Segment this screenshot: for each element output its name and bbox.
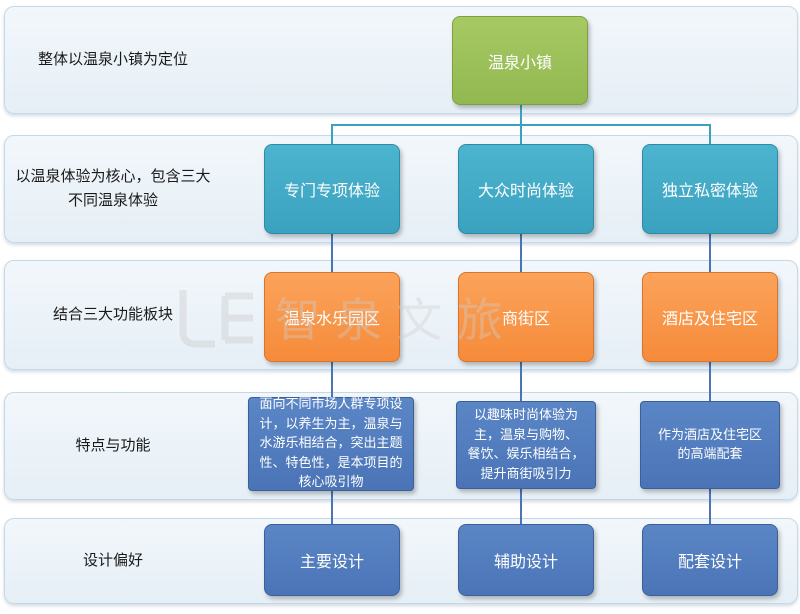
node-zone-water-park: 温泉水乐园区	[264, 272, 400, 362]
node-design-primary: 主要设计	[264, 524, 400, 596]
node-experience-popular: 大众时尚体验	[458, 144, 594, 234]
connector-left-lower	[331, 228, 333, 528]
connector-middle-drop	[520, 124, 522, 148]
row-label-function: 结合三大功能板块	[52, 305, 173, 323]
node-experience-specialized: 专门专项体验	[264, 144, 400, 234]
node-zone-hotel-residential: 酒店及住宅区	[642, 272, 778, 362]
connector-middle-lower	[520, 228, 522, 528]
row-band-positioning	[4, 6, 798, 114]
connector-right-drop	[709, 124, 711, 148]
row-label-features: 特点与功能	[75, 436, 151, 454]
row-label-positioning: 整体以温泉小镇为定位	[37, 50, 188, 68]
node-zone-commercial-street: 商街区	[458, 272, 594, 362]
connector-right-lower	[709, 228, 711, 528]
node-feature-commercial-street: 以趣味时尚体验为 主，温泉与购物、 餐饮、娱乐相结合， 提升商街吸引力	[456, 401, 596, 489]
node-hot-spring-town: 温泉小镇	[452, 16, 588, 105]
node-feature-hotel-residential: 作为酒店及住宅区 的高端配套	[640, 401, 780, 489]
node-design-auxiliary: 辅助设计	[458, 524, 594, 596]
row-label-experience: 以温泉体验为核心，包含三大 不同温泉体验	[15, 167, 211, 209]
connector-left-drop	[331, 124, 333, 148]
node-design-supporting: 配套设计	[642, 524, 778, 596]
row-label-design: 设计偏好	[82, 551, 143, 569]
node-feature-water-park: 面向不同市场人群专项设 计，以养生为主，温泉与 水游乐相结合，突出主题 性、特色…	[248, 397, 414, 491]
connector-top-vertical	[520, 104, 522, 126]
node-experience-private: 独立私密体验	[642, 144, 778, 234]
